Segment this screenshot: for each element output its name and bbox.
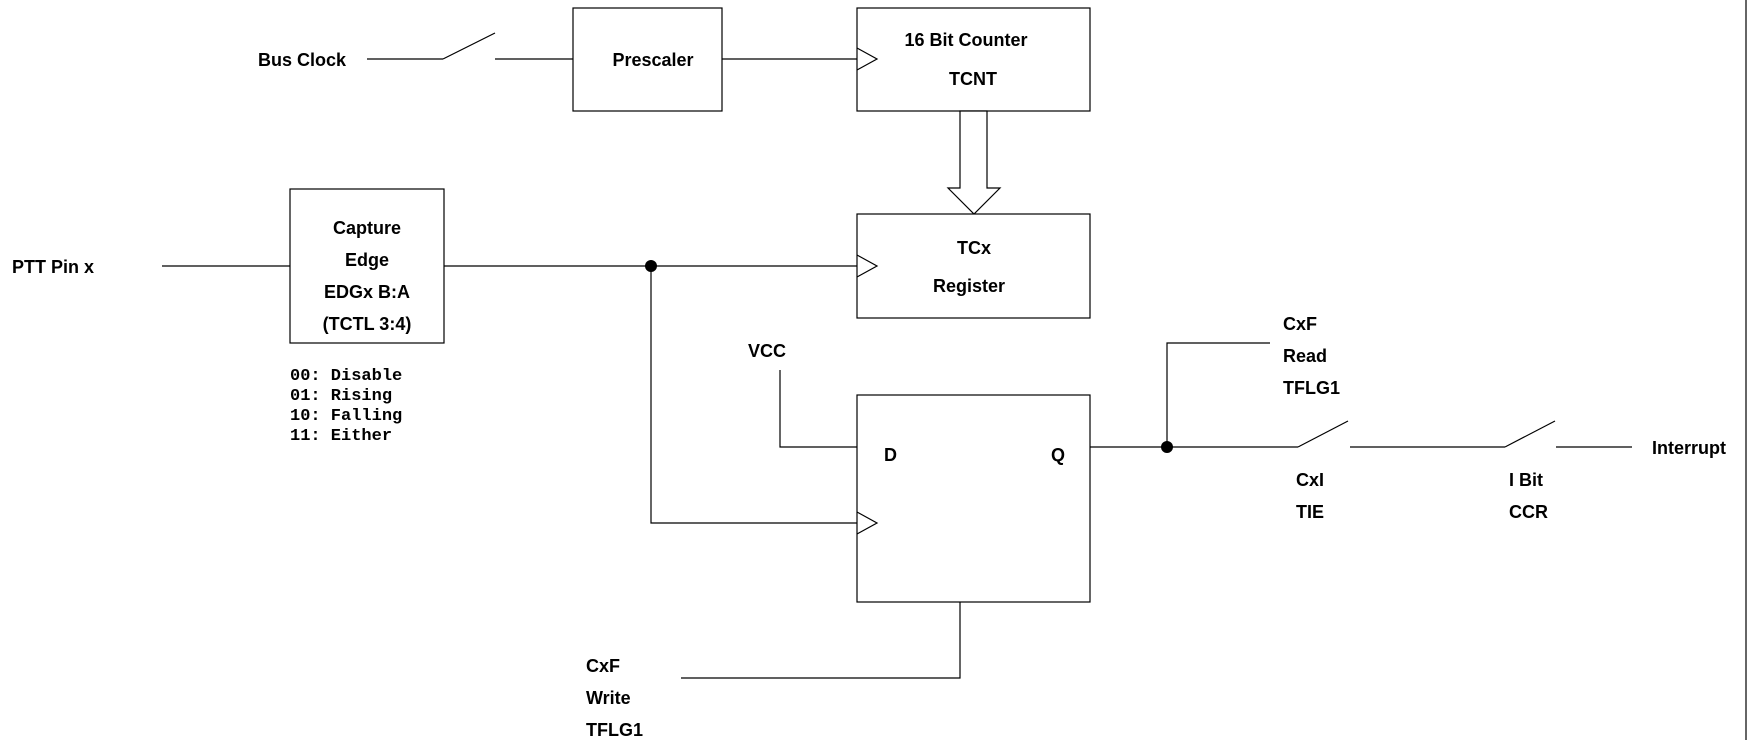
tcx-register-block	[856, 213, 1091, 319]
prescaler-block	[572, 7, 723, 112]
tcx-label-line1: TCx	[957, 238, 991, 258]
flag-read-line2: Read	[1283, 346, 1327, 366]
ibit-switch	[1504, 420, 1556, 448]
capture-edge-line1: Capture	[333, 218, 401, 238]
flag-read-line1: CxF	[1283, 314, 1317, 334]
capture-edge-line4: (TCTL 3:4)	[323, 314, 412, 334]
ibit-line1: I Bit	[1509, 470, 1543, 490]
counter-bus-arrow	[946, 110, 1002, 215]
interrupt-enable-line1: CxI	[1296, 470, 1324, 490]
tcx-label-line2: Register	[933, 276, 1005, 296]
counter-block	[856, 7, 1091, 112]
interrupt-enable-switch	[1297, 420, 1349, 448]
vcc-wire	[779, 370, 857, 448]
counter-clock-marker	[856, 47, 879, 71]
flag-read-line3: TFLG1	[1283, 378, 1340, 398]
edge-mode-00: 00: Disable	[290, 367, 402, 386]
edge-mode-01: 01: Rising	[290, 387, 392, 406]
ptt-pin-label: PTT Pin x	[12, 257, 94, 277]
capture-edge-line2: Edge	[345, 250, 389, 270]
flipflop-d-label: D	[884, 445, 897, 465]
bus-clock-switch	[442, 32, 496, 60]
capture-to-flipflop-wire	[650, 266, 857, 524]
flag-write-line2: Write	[586, 688, 631, 708]
prescaler-label: Prescaler	[612, 50, 693, 70]
flag-write-line3: TFLG1	[586, 720, 643, 740]
flag-read-wire	[1166, 342, 1270, 447]
tcx-clock-marker	[856, 254, 879, 278]
flag-write-line1: CxF	[586, 656, 620, 676]
capture-edge-line3: EDGx B:A	[324, 282, 410, 302]
interrupt-label: Interrupt	[1652, 438, 1726, 458]
ibit-line2: CCR	[1509, 502, 1548, 522]
capture-edge-block	[289, 188, 445, 344]
flipflop-block	[856, 394, 1091, 603]
edge-mode-11: 11: Either	[290, 427, 392, 446]
flipflop-clock-marker	[856, 511, 879, 535]
bus-clock-label: Bus Clock	[258, 50, 347, 70]
counter-label-line1: 16 Bit Counter	[904, 30, 1027, 50]
counter-label-line2: TCNT	[949, 69, 997, 89]
flag-write-wire	[681, 602, 961, 679]
interrupt-enable-line2: TIE	[1296, 502, 1324, 522]
vcc-label: VCC	[748, 341, 786, 361]
edge-mode-10: 10: Falling	[290, 407, 402, 426]
flipflop-q-label: Q	[1051, 445, 1065, 465]
